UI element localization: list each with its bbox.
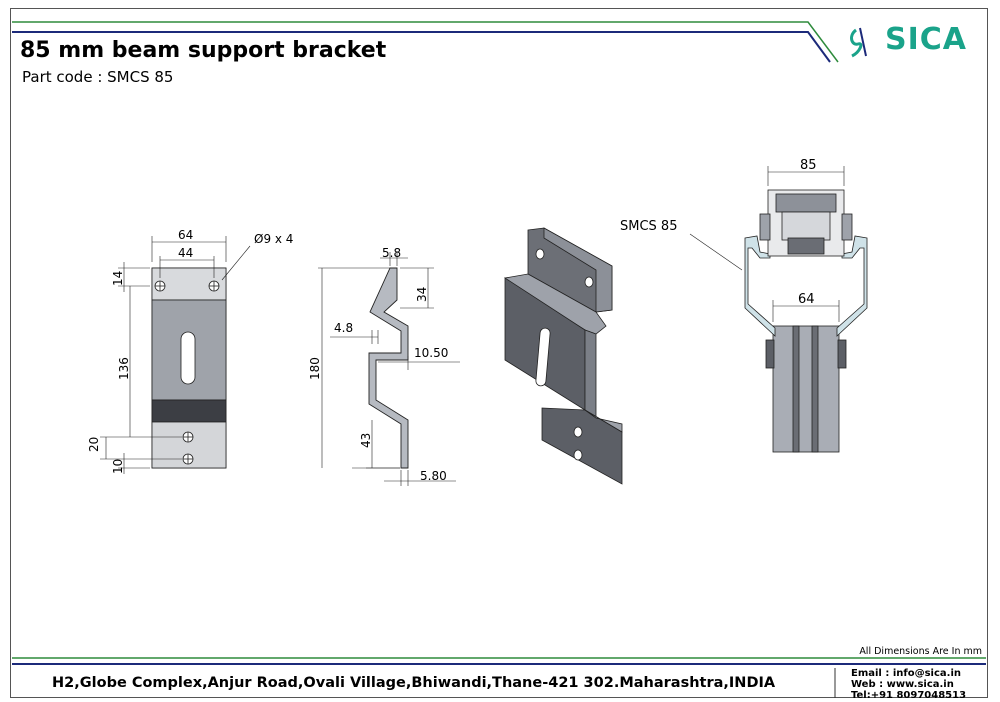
dim-assembly-top-width: 85 (800, 158, 817, 173)
footer-web: Web : www.sica.in (851, 679, 954, 690)
dim-front-lower-holes: 20 (87, 437, 101, 452)
front-view-dimensions (100, 236, 251, 474)
footer-email: Email : info@sica.in (851, 668, 961, 679)
drawing-frame (10, 8, 988, 698)
assembly-dimensions (689, 166, 845, 322)
dim-assembly-beam-width: 64 (798, 292, 815, 307)
dim-front-top-offset: 14 (111, 271, 125, 286)
dim-side-lower-height: 43 (359, 433, 373, 448)
dim-side-offset-top: 4.8 (334, 321, 353, 335)
dim-front-width-holes: 44 (178, 246, 193, 260)
sica-logo-icon (850, 27, 867, 58)
isometric-view (504, 227, 623, 485)
dim-side-offset-mid: 10.50 (414, 346, 448, 360)
units-note: All Dimensions Are In mm (859, 646, 982, 657)
dim-front-bottom-offset: 10 (111, 459, 125, 474)
side-view (368, 267, 409, 469)
footer-rule (12, 657, 986, 698)
footer-tel: Tel:+91 8097048513 (851, 690, 967, 701)
front-view (151, 267, 227, 469)
dim-side-total-height: 180 (308, 357, 322, 380)
header-rule (12, 21, 839, 63)
assembly-view (744, 189, 868, 453)
footer-contact: Email : info@sica.in Web : www.sica.in T… (851, 668, 966, 701)
label-assembly-part: SMCS 85 (620, 219, 677, 234)
dim-side-top-height: 34 (415, 287, 429, 302)
logo-text: SICA (885, 22, 968, 57)
footer-address: H2,Globe Complex,Anjur Road,Ovali Villag… (52, 675, 776, 691)
dim-front-width-total: 64 (178, 228, 193, 242)
part-code: Part code : SMCS 85 (22, 68, 174, 86)
dim-side-bottom-thickness: 5.80 (420, 469, 447, 483)
dim-front-slot-length: 136 (117, 357, 131, 380)
side-view-dimensions (318, 252, 460, 486)
dim-hole-spec: Ø9 x 4 (254, 232, 293, 246)
page-title: 85 mm beam support bracket (20, 38, 387, 63)
dim-side-top-thickness: 5.8 (382, 246, 401, 260)
